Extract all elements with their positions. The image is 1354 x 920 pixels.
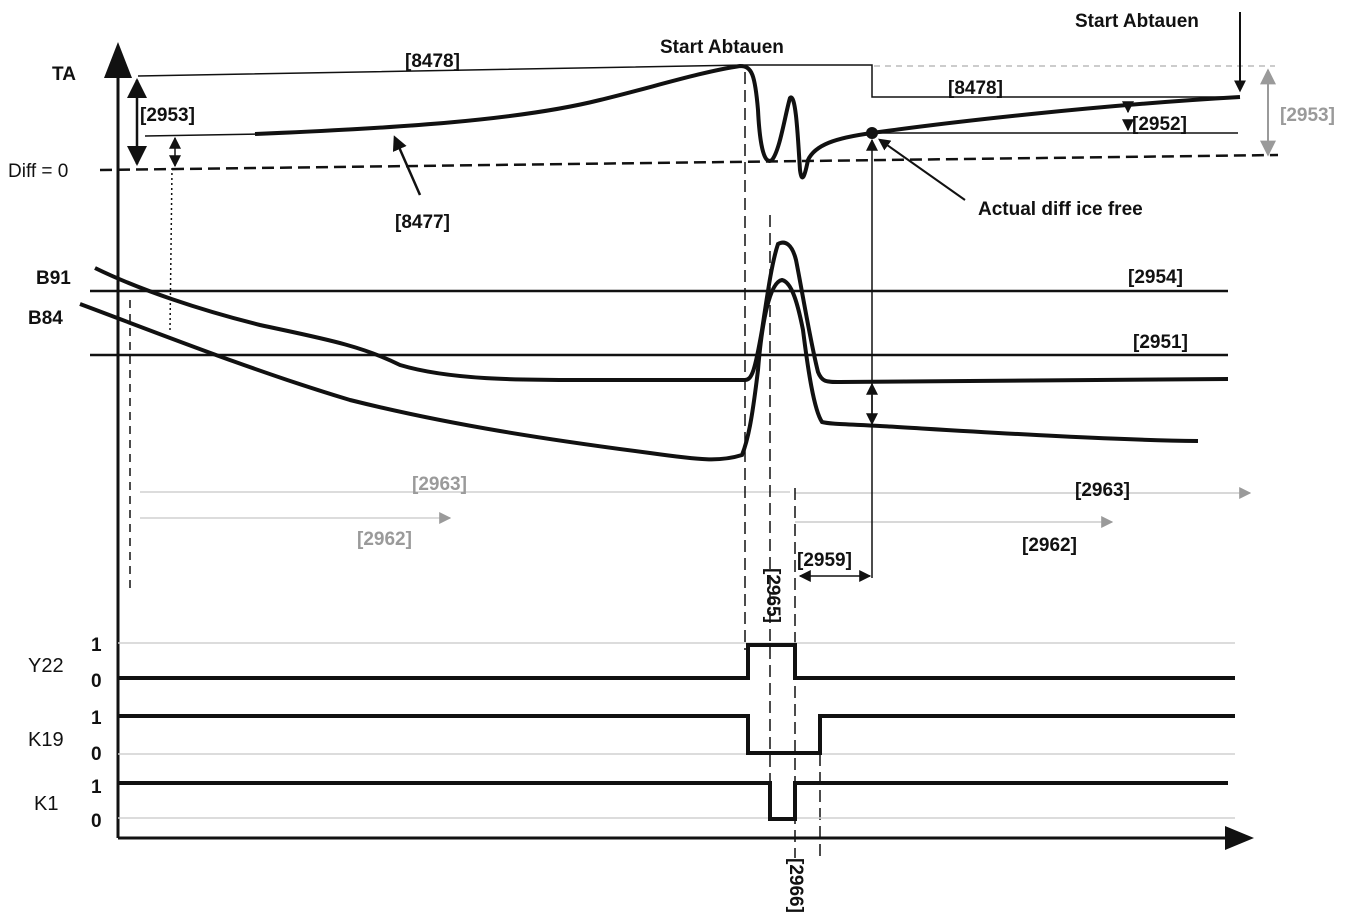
label-8477: [8477] [395, 212, 450, 233]
diff-curve [254, 63, 1241, 180]
b84-curve [79, 277, 1199, 462]
label-8478-left: [8478] [405, 51, 460, 72]
labels: TA Diff = 0 B91 B84 Start Abtauen Start … [8, 11, 1335, 913]
k19-signal [118, 714, 1235, 755]
label-b84: B84 [28, 308, 63, 329]
y22-signal [118, 643, 1235, 680]
label-k19: K19 [28, 729, 64, 751]
label-y22-zero: 0 [91, 671, 102, 692]
label-2954: [2954] [1128, 267, 1183, 288]
ice-free-point [866, 127, 878, 139]
b91-curve [94, 240, 1229, 385]
y-axis-arrowhead [104, 42, 132, 78]
label-start-defrost-top: Start Abtauen [1075, 11, 1199, 32]
label-2953-right: [2953] [1280, 105, 1335, 126]
label-k1-zero: 0 [91, 811, 102, 832]
line-8477-thin [144, 133, 261, 137]
x-axis-arrowhead [1225, 826, 1254, 850]
label-2966: [2966] [785, 858, 806, 913]
label-ta: TA [52, 64, 76, 85]
label-diff-zero: Diff = 0 [8, 161, 68, 182]
label-actual-diff-ice-free: Actual diff ice free [978, 199, 1143, 220]
label-2965: [2965] [762, 568, 783, 623]
pointer-8477 [392, 135, 422, 196]
label-2962-right: [2962] [1022, 535, 1077, 556]
axes [104, 42, 1254, 850]
label-k19-zero: 0 [91, 744, 102, 765]
label-y22-one: 1 [91, 635, 102, 656]
digital-signals [118, 642, 1235, 821]
event-lines [744, 72, 821, 858]
label-2962-left: [2962] [357, 529, 412, 550]
label-2959: [2959] [797, 550, 852, 571]
label-8478-right: [8478] [948, 78, 1003, 99]
label-k1-one: 1 [91, 777, 102, 798]
label-k1: K1 [34, 793, 58, 815]
label-k19-one: 1 [91, 708, 102, 729]
label-2963-left: [2963] [412, 474, 467, 495]
label-start-defrost-mid: Start Abtauen [660, 37, 784, 58]
diff-zero-line [99, 153, 1279, 172]
label-b91: B91 [36, 268, 71, 289]
middle-section [79, 138, 1252, 590]
label-2951: [2951] [1133, 332, 1188, 353]
pointer-ice-free [878, 138, 966, 201]
label-2952: [2952] [1132, 114, 1187, 135]
dotted-connector [169, 167, 173, 331]
threshold-8478-left [137, 64, 1240, 98]
label-y22: Y22 [28, 655, 64, 677]
top-section [99, 12, 1279, 331]
k1-signal [118, 781, 1228, 821]
label-2963-right: [2963] [1075, 480, 1130, 501]
label-2953-left: [2953] [140, 105, 195, 126]
